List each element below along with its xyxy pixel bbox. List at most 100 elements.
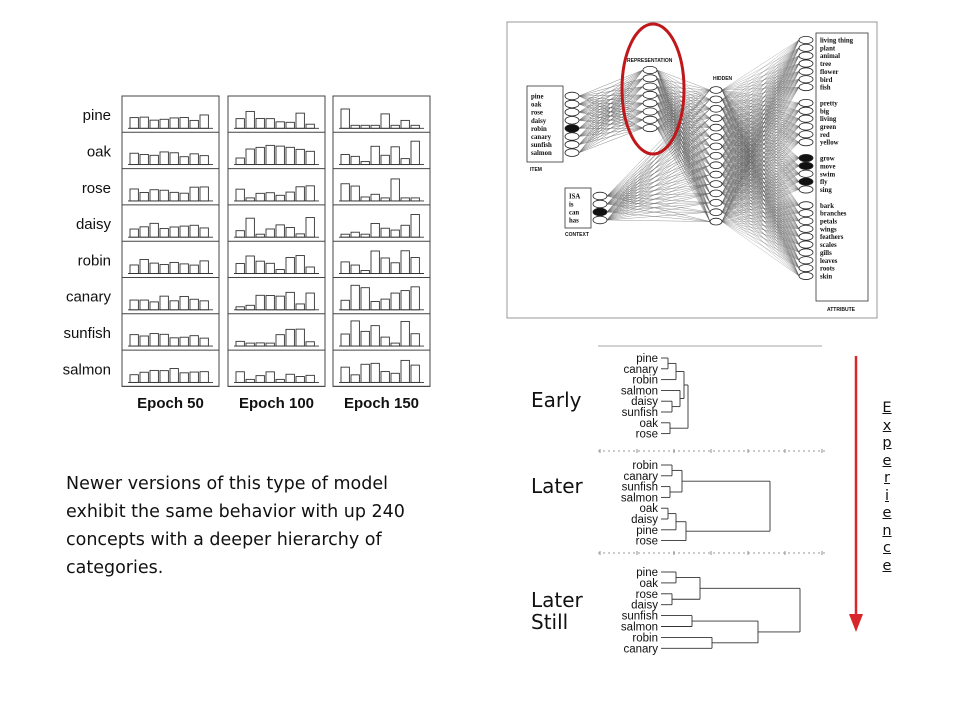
connection <box>721 63 800 100</box>
activation-bar <box>149 222 159 238</box>
connection <box>656 86 711 147</box>
activation-bar <box>199 260 209 274</box>
connection <box>606 127 711 221</box>
connection <box>721 39 800 203</box>
activation-bar <box>255 146 265 166</box>
connection <box>656 94 711 203</box>
activation-bar <box>400 250 410 274</box>
dendrogram-leaf-label: oak <box>639 418 658 430</box>
connection <box>721 55 800 91</box>
activation-bar <box>245 217 255 238</box>
representation-node <box>642 99 658 108</box>
activation-bar <box>370 362 380 383</box>
representation-highlight <box>620 22 686 156</box>
connection <box>578 94 644 153</box>
connection <box>656 119 711 194</box>
connection <box>656 94 711 213</box>
connection <box>606 146 711 205</box>
hidden-node <box>709 161 723 170</box>
connection <box>606 89 711 197</box>
attribute-node <box>798 138 814 147</box>
connection <box>606 165 711 197</box>
attribute-label: green <box>820 124 836 131</box>
connection <box>721 213 800 222</box>
activation-bar <box>169 117 179 129</box>
activation-bar <box>305 123 315 129</box>
activation-bar <box>285 373 295 383</box>
connection <box>578 119 644 153</box>
activation-bar <box>350 231 360 238</box>
activation-bar <box>159 118 169 129</box>
connection <box>721 55 800 156</box>
connection <box>606 211 711 222</box>
activation-bar <box>275 269 285 274</box>
activation-bar <box>139 226 149 238</box>
connection <box>721 71 800 185</box>
connection <box>721 55 800 194</box>
item-node <box>564 124 580 133</box>
connection <box>606 183 711 205</box>
connection <box>721 71 800 147</box>
activation-bar <box>179 295 189 311</box>
attribute-output-box <box>815 32 869 302</box>
activation-bar <box>285 121 295 129</box>
connection <box>721 134 800 222</box>
item-input-box <box>526 85 564 163</box>
attribute-node <box>798 67 814 76</box>
activation-bar <box>410 333 420 347</box>
attribute-label: skin <box>820 273 832 280</box>
activation-bar <box>350 264 360 274</box>
connection <box>656 111 711 203</box>
dendrogram-leaf-label: salmon <box>621 492 658 504</box>
activation-bar <box>199 186 209 202</box>
activation-bar <box>235 371 245 383</box>
connection <box>606 155 711 197</box>
connection <box>721 39 800 156</box>
activation-bar <box>400 158 410 166</box>
dendrogram-leaf-label: canary <box>623 471 658 483</box>
connection <box>721 47 800 138</box>
connection <box>606 212 711 221</box>
activation-bar <box>255 260 265 274</box>
item-node <box>564 116 580 125</box>
activation-bar <box>400 224 410 238</box>
context-node <box>592 191 608 201</box>
activation-bar <box>285 191 295 202</box>
network-connections <box>578 39 800 277</box>
hidden-node <box>709 189 723 198</box>
dendrogram-leaf-label: robin <box>632 375 658 387</box>
connection <box>721 55 800 100</box>
activation-bar <box>245 255 255 274</box>
dendrogram-leaf-label: daisy <box>631 396 658 408</box>
context-node <box>592 207 608 217</box>
activation-bar <box>235 263 245 274</box>
network-diagram: pineoakrosedaisyrobincanarysunfishsalmon… <box>506 21 878 319</box>
representation-node <box>642 66 658 75</box>
connection <box>721 142 800 213</box>
connection <box>578 127 644 153</box>
connection <box>606 108 711 205</box>
attribute-node <box>798 232 814 241</box>
connection <box>656 111 711 222</box>
matrix-row-label: canary <box>66 289 112 306</box>
connection <box>656 119 711 222</box>
activation-bar <box>265 295 275 311</box>
representation-node <box>642 90 658 99</box>
hidden-node <box>709 142 723 151</box>
connection <box>606 183 711 221</box>
activation-bar <box>380 298 390 311</box>
connection <box>606 174 711 205</box>
hidden-node <box>709 95 723 104</box>
connection <box>721 47 800 147</box>
connection <box>721 39 800 109</box>
activation-bar <box>265 192 275 202</box>
connection <box>606 89 711 221</box>
attribute-label: bark <box>820 203 834 210</box>
attribute-label: swim <box>820 171 835 178</box>
connection <box>656 69 711 166</box>
activation-bar <box>265 371 275 383</box>
connection <box>721 220 800 222</box>
activation-bar <box>129 334 139 347</box>
connection <box>656 108 711 120</box>
matrix-row-label: rose <box>82 180 111 197</box>
